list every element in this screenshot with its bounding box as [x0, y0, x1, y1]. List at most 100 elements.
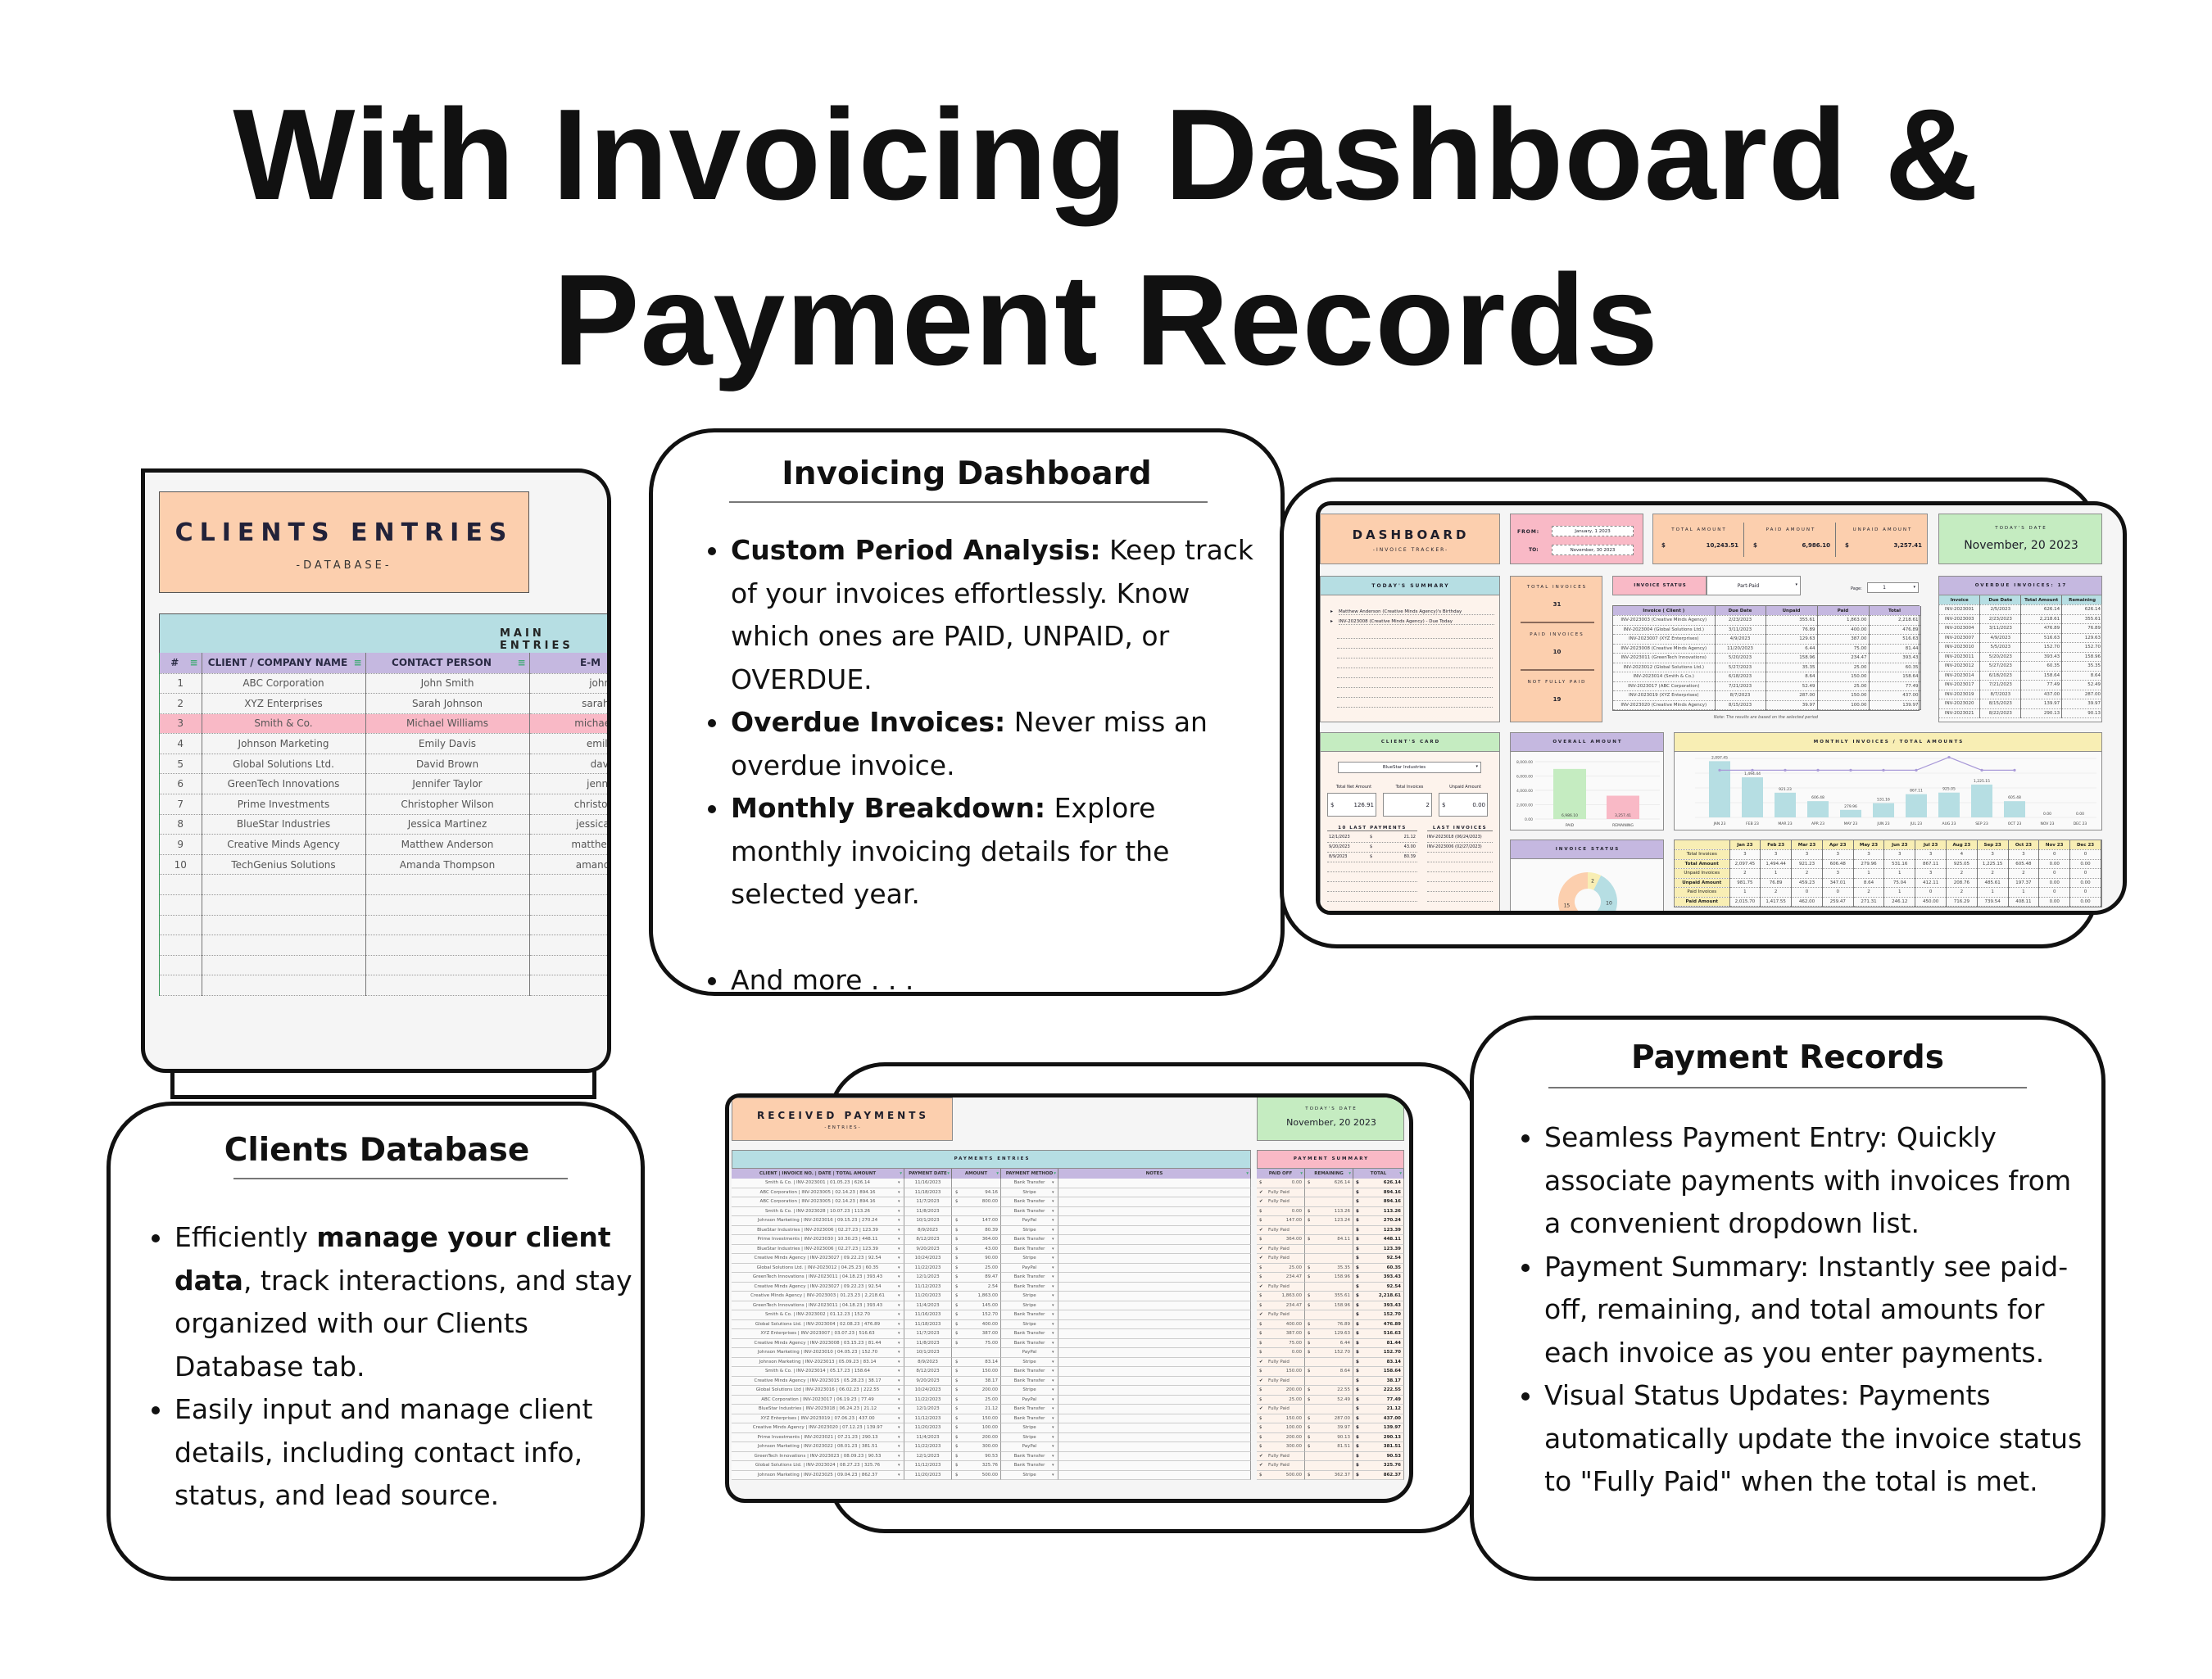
- amount-cell[interactable]: 43.00: [952, 1244, 1001, 1254]
- payment-method-select[interactable]: PayPal: [1001, 1216, 1058, 1226]
- payment-method-select[interactable]: Bank Transfer: [1001, 1206, 1058, 1216]
- filter-icon[interactable]: ▾: [900, 1171, 902, 1176]
- amount-cell[interactable]: 150.00: [952, 1414, 1001, 1423]
- payment-date-cell[interactable]: 11/20/2023: [904, 1423, 952, 1433]
- invoice-select[interactable]: Creative Minds Agency | INV-2023020 | 07…: [732, 1423, 904, 1433]
- invoice-select[interactable]: ABC Corporation | INV-2023017 | 06.19.23…: [732, 1395, 904, 1405]
- empty-row[interactable]: [160, 935, 607, 956]
- payment-date-cell[interactable]: 11/16/2023: [904, 1310, 952, 1320]
- notes-cell[interactable]: [1058, 1461, 1251, 1471]
- table-cell[interactable]: john.smith@: [529, 673, 607, 695]
- table-row[interactable]: Prime Investments | INV-2023021 | 07.21.…: [729, 1432, 1409, 1442]
- table-row[interactable]: Johnson Marketing | INV-2023022 | 08.01.…: [729, 1442, 1409, 1452]
- amount-cell[interactable]: 150.00: [952, 1367, 1001, 1377]
- filter-icon[interactable]: ▾: [996, 1171, 999, 1176]
- invoice-select[interactable]: Global Solutions Ltd. | INV-2023024 | 08…: [732, 1461, 904, 1471]
- table-row[interactable]: ABC Corporation | INV-2023005 | 02.14.23…: [729, 1188, 1409, 1197]
- amount-cell[interactable]: 2.54: [952, 1282, 1001, 1292]
- invoice-select[interactable]: Global Solutions Ltd. | INV-2023004 | 02…: [732, 1319, 904, 1329]
- payment-date-cell[interactable]: 11/16/2023: [904, 1179, 952, 1188]
- payment-date-cell[interactable]: 11/18/2023: [904, 1188, 952, 1197]
- payment-method-select[interactable]: Stripe: [1001, 1423, 1058, 1433]
- notes-cell[interactable]: [1058, 1225, 1251, 1235]
- filter-icon[interactable]: ≡: [353, 657, 362, 669]
- table-cell[interactable]: Global Solutions Ltd.: [202, 754, 366, 775]
- table-row[interactable]: Johnson Marketing | INV-2023013 | 05.09.…: [729, 1357, 1409, 1367]
- table-cell[interactable]: Michael Williams: [365, 713, 530, 735]
- table-cell[interactable]: Matthew Anderson: [365, 834, 530, 855]
- table-row[interactable]: Creative Minds Agency | INV-2023027 | 09…: [729, 1254, 1409, 1264]
- to-date-input[interactable]: November, 30 2023: [1552, 545, 1634, 555]
- payment-date-cell[interactable]: 8/9/2023: [904, 1357, 952, 1367]
- chevron-down-icon[interactable]: ▾: [1052, 1218, 1054, 1223]
- table-row[interactable]: BlueStar Industries | INV-2023018 | 06.2…: [729, 1405, 1409, 1414]
- payment-method-select[interactable]: Stripe: [1001, 1301, 1058, 1310]
- payment-date-cell[interactable]: 11/22/2023: [904, 1442, 952, 1452]
- chevron-down-icon[interactable]: ▾: [1052, 1463, 1054, 1468]
- chevron-down-icon[interactable]: ▾: [898, 1387, 900, 1392]
- notes-cell[interactable]: [1058, 1282, 1251, 1292]
- chevron-down-icon[interactable]: ▾: [898, 1283, 900, 1289]
- chevron-down-icon[interactable]: ▾: [1052, 1396, 1054, 1402]
- invoice-select[interactable]: Smith & Co. | INV-2023001 | 01.05.23 | 6…: [732, 1179, 904, 1188]
- table-row[interactable]: INV-2023003 (Creative Minds Agency)2/23/…: [1613, 615, 1921, 626]
- table-row[interactable]: Smith & Co. | INV-2023002 | 01.12.23 | 1…: [729, 1310, 1409, 1320]
- table-cell[interactable]: 3: [160, 713, 202, 735]
- empty-cell[interactable]: [365, 894, 530, 916]
- chevron-down-icon[interactable]: ▾: [898, 1444, 900, 1449]
- amount-cell[interactable]: 800.00: [952, 1197, 1001, 1207]
- empty-cell[interactable]: [365, 955, 530, 976]
- filter-icon[interactable]: ▾: [1246, 1171, 1249, 1176]
- chevron-down-icon[interactable]: ▾: [898, 1199, 900, 1204]
- empty-cell[interactable]: [202, 894, 366, 916]
- amount-cell[interactable]: 25.00: [952, 1263, 1001, 1273]
- invoice-select[interactable]: BlueStar Industries | INV-2023006 | 02.2…: [732, 1225, 904, 1235]
- table-row[interactable]: ABC Corporation | INV-2023005 | 02.14.23…: [729, 1197, 1409, 1207]
- notes-cell[interactable]: [1058, 1414, 1251, 1423]
- amount-cell[interactable]: [952, 1206, 1001, 1216]
- chevron-down-icon[interactable]: ▾: [1052, 1369, 1054, 1374]
- notes-cell[interactable]: [1058, 1216, 1251, 1226]
- chevron-down-icon[interactable]: ▾: [1052, 1425, 1054, 1430]
- chevron-down-icon[interactable]: ▾: [898, 1340, 900, 1346]
- table-cell[interactable]: Smith & Co.: [202, 713, 366, 735]
- table-row[interactable]: ABC Corporation | INV-2023017 | 06.19.23…: [729, 1395, 1409, 1405]
- amount-cell[interactable]: 21.12: [952, 1405, 1001, 1414]
- notes-cell[interactable]: [1058, 1197, 1251, 1207]
- chevron-down-icon[interactable]: ▾: [1052, 1302, 1054, 1308]
- amount-cell[interactable]: 200.00: [952, 1386, 1001, 1396]
- table-cell[interactable]: 4: [160, 733, 202, 754]
- amount-cell[interactable]: 100.00: [952, 1423, 1001, 1433]
- amount-cell[interactable]: 94.16: [952, 1188, 1001, 1197]
- payment-method-select[interactable]: Stripe: [1001, 1254, 1058, 1264]
- table-cell[interactable]: 8: [160, 814, 202, 835]
- payment-date-cell[interactable]: 11/12/2023: [904, 1282, 952, 1292]
- filter-icon[interactable]: ▾: [1054, 1171, 1056, 1176]
- amount-cell[interactable]: 387.00: [952, 1329, 1001, 1339]
- filter-icon[interactable]: ▾: [947, 1171, 950, 1176]
- table-row[interactable]: Smith & Co. | INV-2023001 | 01.05.23 | 6…: [729, 1179, 1409, 1188]
- invoice-select[interactable]: XYZ Enterprises | INV-2023007 | 03.07.23…: [732, 1329, 904, 1339]
- payment-method-select[interactable]: Bank Transfer: [1001, 1405, 1058, 1414]
- notes-cell[interactable]: [1058, 1319, 1251, 1329]
- table-row[interactable]: Prime Investments | INV-2023030 | 10.30.…: [729, 1235, 1409, 1245]
- empty-row[interactable]: [160, 975, 607, 996]
- invoice-select[interactable]: ABC Corporation | INV-2023005 | 02.14.23…: [732, 1188, 904, 1197]
- payment-date-cell[interactable]: 9/20/2023: [904, 1376, 952, 1386]
- table-row[interactable]: Global Solutions Ltd | INV-2023016 | 06.…: [729, 1386, 1409, 1396]
- amount-cell[interactable]: 1,863.00: [952, 1292, 1001, 1301]
- chevron-down-icon[interactable]: ▾: [898, 1208, 900, 1214]
- chevron-down-icon[interactable]: ▾: [898, 1293, 900, 1298]
- table-cell[interactable]: amanda.thomp: [529, 854, 607, 876]
- client-select[interactable]: BlueStar Industries▾: [1338, 762, 1481, 773]
